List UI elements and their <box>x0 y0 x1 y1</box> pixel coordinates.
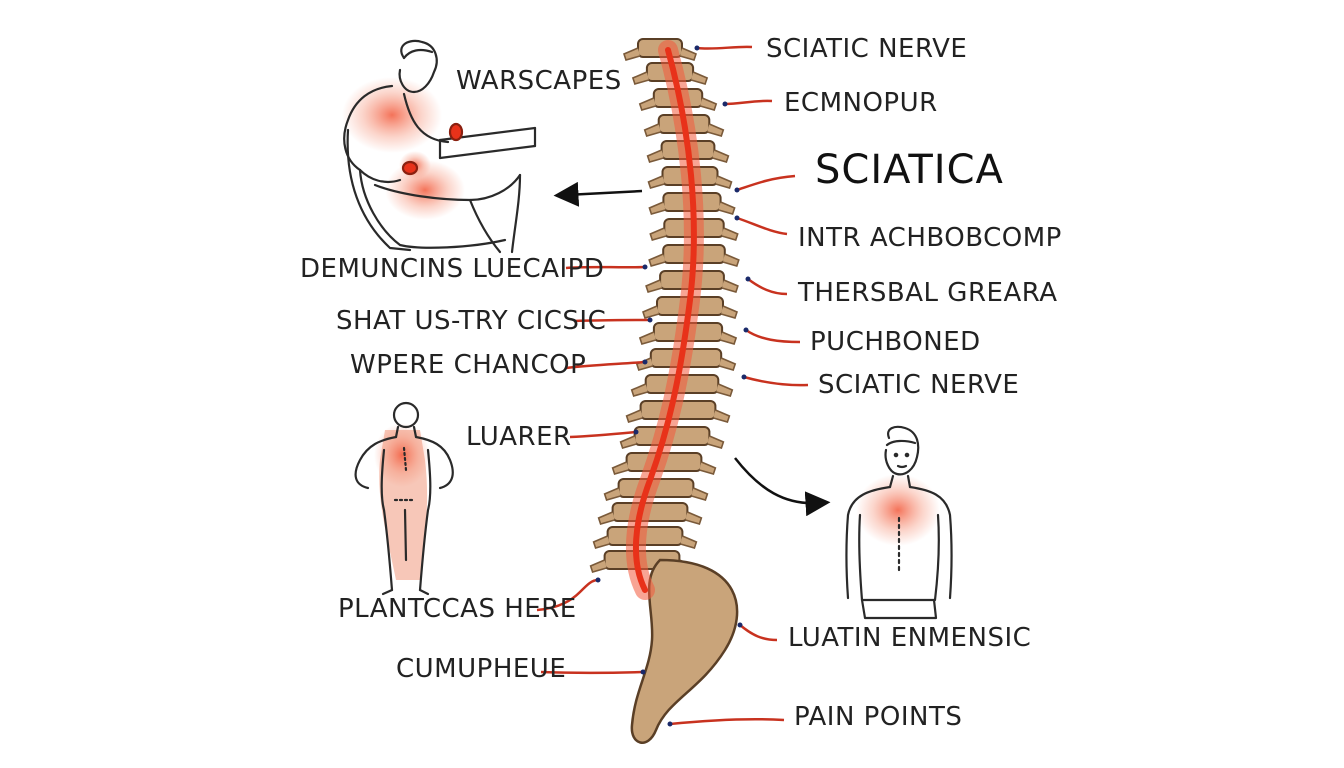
vertebra-process-left <box>603 487 621 501</box>
vertebra-process-left <box>648 253 666 267</box>
sacrum <box>630 558 739 744</box>
label-thersbal-greara: THERSBAL GREARA <box>798 278 1058 308</box>
label-ecmnopur: ECMNOPUR <box>784 88 938 118</box>
vertebra-process-right <box>718 357 737 371</box>
vertebra-process-right <box>699 461 717 475</box>
vertebra-process-left <box>645 279 663 293</box>
leader-tips <box>595 45 751 727</box>
vertebra-process-right <box>690 71 709 85</box>
arrow-to-torso-figure <box>734 457 831 517</box>
label-luarer: LUARER <box>466 422 572 452</box>
standing-back-figure-icon <box>354 401 454 596</box>
vertebra-process-right <box>718 201 736 215</box>
vertebra-process-right <box>691 487 709 501</box>
vertebra-process-right <box>713 409 731 423</box>
vertebra-process-left <box>649 227 667 241</box>
vertebra-process-right <box>685 511 703 525</box>
vertebra-process-left <box>643 123 661 137</box>
arrow-to-seated-figure <box>553 181 643 207</box>
vertebra-process-left <box>625 409 643 423</box>
label-pain-points: PAIN POINTS <box>794 702 963 732</box>
label-shat-us-try: SHAT US-TRY CICSIC <box>336 306 607 336</box>
vertebra-process-left <box>592 535 610 549</box>
vertebra-process-right <box>722 253 740 267</box>
label-sciatic-nerve-top: SCIATIC NERVE <box>766 34 968 64</box>
diagram-title: SCIATICA <box>815 147 1004 193</box>
label-warscapes: WARSCAPES <box>456 66 622 96</box>
label-luatin-enmensic: LUATIN ENMENSIC <box>788 623 1032 653</box>
vertebrae-group <box>589 38 740 573</box>
vertebra-process-right <box>720 305 738 319</box>
vertebra-process-left <box>597 511 615 525</box>
label-cumupheue: CUMUPHEUE <box>396 654 567 684</box>
label-plantccas-here: PLANTCCAS HERE <box>338 594 577 624</box>
spine-illustration <box>589 38 740 744</box>
vertebra-process-left <box>611 461 629 475</box>
vertebra-process-right <box>707 435 725 449</box>
vertebra-process-left <box>623 47 641 61</box>
vertebra-process-right <box>712 149 730 163</box>
vertebra-process-left <box>638 97 657 111</box>
vertebra-process-left <box>638 331 657 345</box>
leader-lines-right <box>669 45 809 726</box>
vertebra-process-right <box>716 383 734 397</box>
label-wpere-chancop: WPERE CHANCOP <box>350 350 587 380</box>
label-demuncins: DEMUNCINS LUECAIPD <box>300 254 605 284</box>
vertebra-process-left <box>631 71 650 85</box>
vertebra-process-left <box>642 305 660 319</box>
label-intrachbobcomp: INTR ACHBOBCOMP <box>798 223 1062 253</box>
seated-person-icon <box>342 39 537 254</box>
vertebra-process-right <box>721 227 739 241</box>
vertebra-process-right <box>679 47 697 61</box>
vertebra-process-right <box>721 279 739 293</box>
sciatic-nerve-core <box>633 47 697 593</box>
vertebra-process-left <box>648 201 666 215</box>
vertebra-process-left <box>589 559 607 573</box>
label-puchboned: PUCHBONED <box>810 327 981 357</box>
front-torso-figure-icon <box>845 425 953 620</box>
label-sciatic-nerve-mid: SCIATIC NERVE <box>818 370 1020 400</box>
vertebra-process-left <box>646 149 664 163</box>
vertebra-process-right <box>719 331 738 345</box>
leader-lines-left <box>536 265 651 674</box>
vertebra-process-left <box>630 383 648 397</box>
vertebra-process-right <box>707 123 725 137</box>
vertebra-process-right <box>715 175 733 189</box>
vertebra-process-left <box>647 175 665 189</box>
vertebra-process-right <box>680 535 698 549</box>
vertebra-process-right <box>699 97 718 111</box>
vertebra-process-left <box>619 435 637 449</box>
